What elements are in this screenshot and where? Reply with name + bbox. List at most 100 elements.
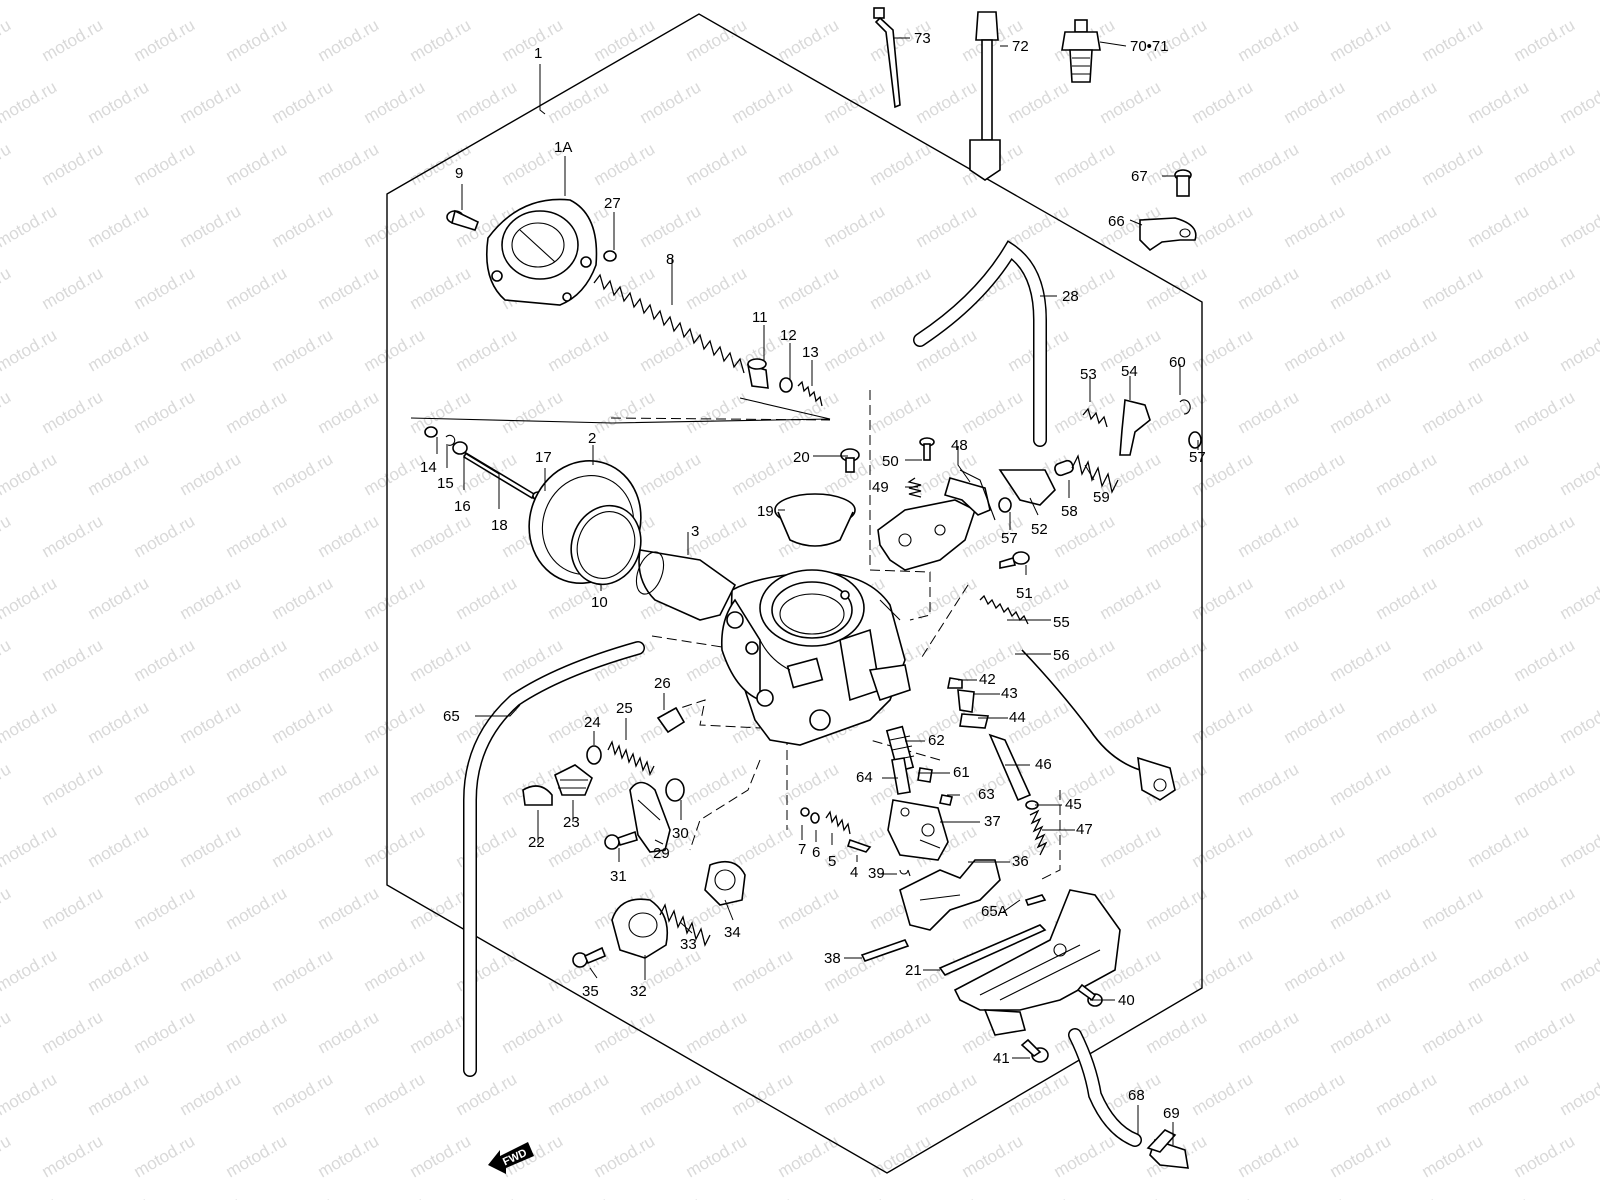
watermark-text: motod.ru (223, 1007, 291, 1057)
watermark-text: motod.ru (39, 759, 107, 809)
bracket-54 (1119, 398, 1151, 456)
watermark-text: motod.ru (1097, 573, 1165, 623)
watermark-text: motod.ru (1511, 1131, 1579, 1181)
watermark-text: motod.ru (361, 449, 429, 499)
watermark-text: motod.ru (821, 1069, 889, 1119)
watermark-text: motod.ru (177, 201, 245, 251)
watermark-text: motod.ru (775, 387, 843, 437)
leader-lines (436, 37, 1199, 1145)
needle-holder-11 (746, 358, 769, 389)
part-label-63: 63 (978, 786, 995, 803)
watermark-text: motod.ru (0, 1131, 14, 1181)
watermark-text: motod.ru (453, 77, 521, 127)
watermark-text: motod.ru (0, 759, 14, 809)
part-label-41: 41 (993, 1050, 1010, 1067)
watermark-text: motod.ru (499, 883, 567, 933)
watermark-text: motod.ru (315, 759, 383, 809)
watermark-text: motod.ru (959, 1131, 1027, 1181)
watermark-text: motod.ru (1465, 325, 1533, 375)
part-label-26: 26 (654, 675, 671, 692)
part-label-6: 6 (812, 844, 820, 861)
watermark-text: motod.ru (0, 0, 60, 3)
watermark-text: motod.ru (453, 1069, 521, 1119)
watermark-text: motod.ru (453, 573, 521, 623)
watermark-text: motod.ru (131, 15, 199, 65)
watermark-text: motod.ru (1235, 387, 1303, 437)
watermark-text: motod.ru (591, 139, 659, 189)
watermark-text: motod.ru (683, 139, 751, 189)
spring-47 (1029, 809, 1048, 856)
part-label-50: 50 (882, 453, 899, 470)
watermark-text: motod.ru (0, 1007, 14, 1057)
watermark-text: motod.ru (683, 1007, 751, 1057)
part-label-46: 46 (1035, 756, 1052, 773)
watermark-text: motod.ru (0, 201, 60, 251)
watermark-text: motod.ru (407, 15, 475, 65)
part-label-40: 40 (1118, 992, 1135, 1009)
watermark-text: motod.ru (1281, 1069, 1349, 1119)
watermark-text: motod.ru (1373, 697, 1441, 747)
watermark-text: motod.ru (39, 139, 107, 189)
watermark-text: motod.ru (499, 387, 567, 437)
watermark-text: motod.ru (1189, 697, 1257, 747)
carburetor-body (720, 569, 911, 746)
watermark-text: motod.ru (1235, 15, 1303, 65)
watermark-text: motod.ru (407, 511, 475, 561)
cable-tie-73 (873, 7, 901, 109)
clamp-ring-19 (774, 493, 856, 547)
part-label-45: 45 (1065, 796, 1082, 813)
watermark-text: motod.ru (269, 945, 337, 995)
watermark-text: motod.ru (0, 635, 14, 685)
bracket-29 (629, 781, 671, 853)
watermark-text: motod.ru (0, 945, 60, 995)
watermark-text: motod.ru (545, 77, 613, 127)
watermark-text: motod.ru (361, 77, 429, 127)
watermark-text: motod.ru (453, 325, 521, 375)
watermark-text: motod.ru (39, 263, 107, 313)
watermark-text: motod.ru (1419, 387, 1487, 437)
watermark-text: motod.ru (821, 201, 889, 251)
watermark-text: motod.ru (0, 1193, 60, 1200)
spring-59 (1071, 454, 1119, 494)
watermark-text: motod.ru (683, 759, 751, 809)
watermark-text: motod.ru (1281, 77, 1349, 127)
watermark-text: motod.ru (131, 635, 199, 685)
watermark-text: motod.ru (177, 1193, 245, 1200)
watermark-text: motod.ru (361, 573, 429, 623)
part-label-18: 18 (491, 517, 508, 534)
watermark-text: motod.ru (131, 263, 199, 313)
part-label-68: 68 (1128, 1087, 1145, 1104)
watermark-text: motod.ru (1143, 635, 1211, 685)
watermark-text: motod.ru (223, 387, 291, 437)
watermark-text: motod.ru (269, 697, 337, 747)
part-label-31: 31 (610, 868, 627, 885)
watermark-text: motod.ru (39, 387, 107, 437)
cover-32 (611, 898, 669, 959)
watermark-text: motod.ru (1511, 139, 1579, 189)
washer-57a (998, 497, 1012, 513)
watermark-text: motod.ru (729, 449, 797, 499)
watermark-text: motod.ru (0, 139, 14, 189)
watermark-text: motod.ru (1281, 1193, 1349, 1200)
watermark-text: motod.ru (1051, 263, 1119, 313)
float-bowl (953, 889, 1121, 1036)
watermark-text: motod.ru (1419, 139, 1487, 189)
watermark-text: motod.ru (1557, 201, 1600, 251)
watermark-text: motod.ru (0, 821, 60, 871)
watermark-text: motod.ru (1189, 1193, 1257, 1200)
watermark-text: motod.ru (1373, 821, 1441, 871)
watermark-text: motod.ru (1511, 883, 1579, 933)
watermark-text: motod.ru (223, 511, 291, 561)
watermark-text: motod.ru (775, 1131, 843, 1181)
cap-22 (522, 785, 553, 806)
watermark-text: motod.ru (1465, 1193, 1533, 1200)
o-ring-27 (603, 250, 617, 262)
watermark-text: motod.ru (131, 759, 199, 809)
watermark-text: motod.ru (913, 0, 981, 3)
watermark-text: motod.ru (867, 387, 935, 437)
watermark-text: motod.ru (39, 1131, 107, 1181)
vent-tube-28 (913, 240, 1047, 447)
watermark-text: motod.ru (775, 139, 843, 189)
watermark-text: motod.ru (0, 449, 60, 499)
